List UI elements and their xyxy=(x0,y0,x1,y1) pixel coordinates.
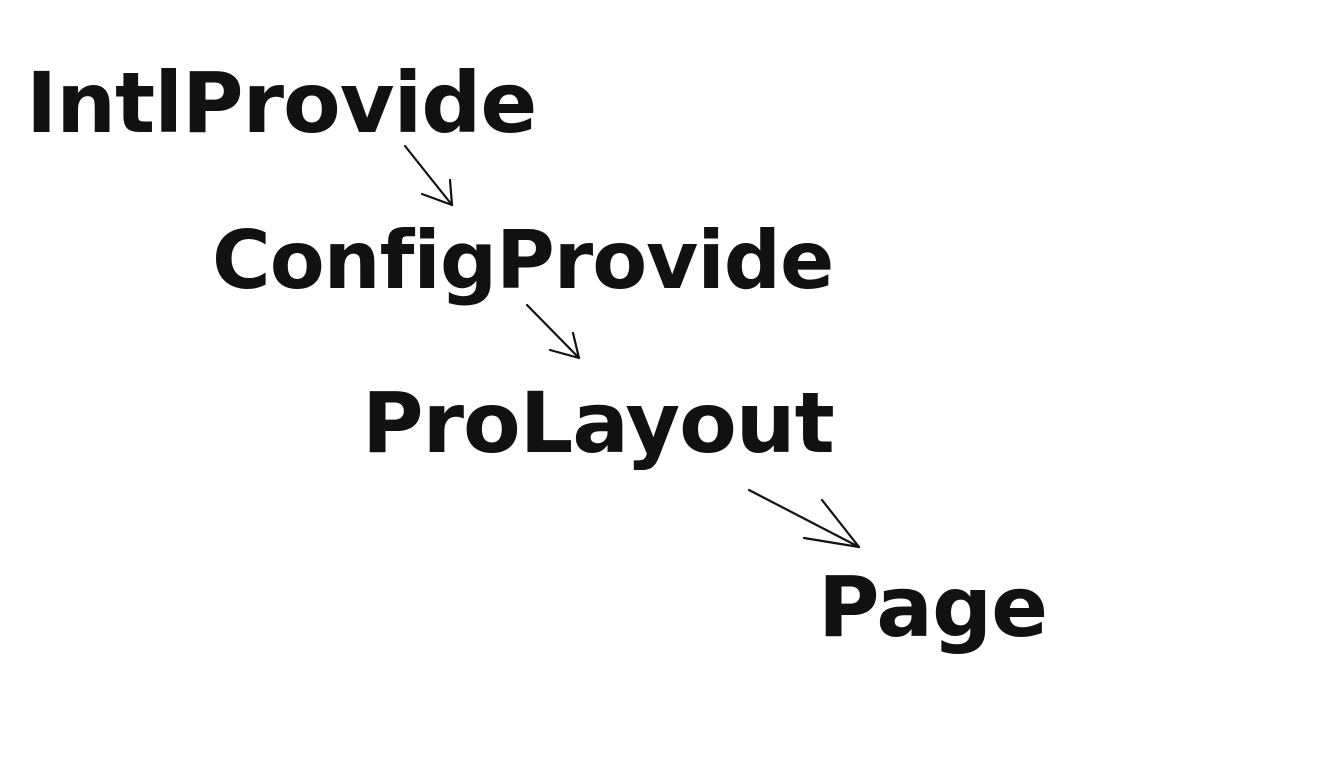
edge-line xyxy=(747,488,861,549)
node-intl-provide: IntlProvide xyxy=(26,54,536,152)
edge-line xyxy=(403,144,454,207)
edge-config-to-layout xyxy=(525,303,581,360)
arrow-head-icon xyxy=(548,331,581,360)
node-pro-layout: ProLayout xyxy=(362,374,834,472)
edge-layout-to-page xyxy=(747,488,861,549)
node-config-provide: ConfigProvide xyxy=(212,214,833,307)
arrow-head-icon xyxy=(420,178,454,207)
edge-intl-to-config xyxy=(403,144,454,207)
arrow-head-icon xyxy=(802,498,861,549)
node-page: Page xyxy=(818,558,1047,656)
edge-line xyxy=(525,303,581,360)
